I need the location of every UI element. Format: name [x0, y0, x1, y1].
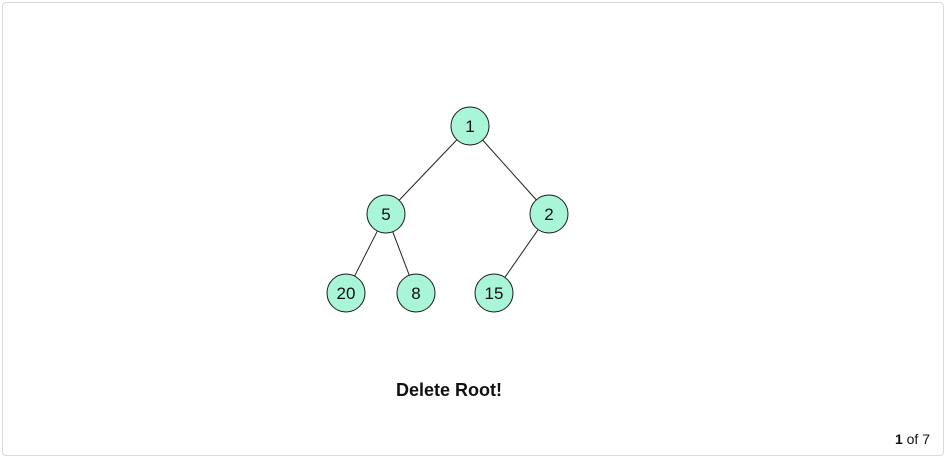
tree-node: 8: [396, 273, 436, 313]
tree-edge: [504, 229, 539, 278]
tree-edge: [392, 231, 410, 276]
tree-node: 2: [529, 194, 569, 234]
tree-edges: [354, 139, 539, 278]
tree-node-label: 1: [465, 117, 474, 136]
tree-node: 5: [366, 194, 406, 234]
tree-node: 20: [326, 273, 366, 313]
tree-edge: [482, 139, 537, 201]
tree-node-circle: [529, 194, 569, 234]
tree-node-label: 15: [485, 284, 504, 303]
tree-node-label: 20: [337, 284, 356, 303]
pager-total: 7: [922, 431, 930, 447]
tree-node-circle: [326, 273, 366, 313]
tree-edge: [398, 139, 458, 201]
tree-node-circle: [450, 106, 490, 146]
pager-current: 1: [894, 431, 903, 447]
tree-node-circle: [366, 194, 406, 234]
slide-pager: 1 of 7: [895, 431, 930, 447]
tree-edge: [354, 230, 378, 277]
tree-node-label: 8: [411, 284, 420, 303]
tree-node-label: 5: [381, 205, 390, 224]
slide-caption: Delete Root!: [395, 380, 502, 400]
tree-node-circle: [474, 273, 514, 313]
pager-separator: of: [906, 431, 919, 447]
tree-node: 1: [450, 106, 490, 146]
tree-node-label: 2: [544, 205, 553, 224]
tree-node: 15: [474, 273, 514, 313]
tree-node-circle: [396, 273, 436, 313]
